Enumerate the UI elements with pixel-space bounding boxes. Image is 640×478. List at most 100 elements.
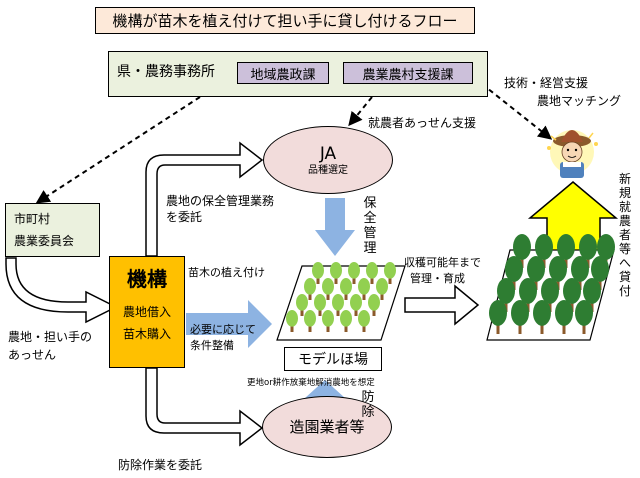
tree-trunk [326,293,330,300]
new-farmer-support-label: 就農者あっせん支援 [368,116,477,130]
tree-trunk [512,279,516,290]
conditions-line2-label: 条件整備 [190,339,234,352]
zoen-ellipse: 造園業者等 [262,396,392,458]
tree-trunk [582,323,586,334]
tree-trunk [564,257,568,268]
tree-crown [579,234,597,260]
tree-trunk [334,277,338,284]
tree-trunk [520,257,524,268]
ja-sub-label: 品種選定 [308,164,348,176]
hollow-arrow-kikou-to-ja [145,141,264,257]
tree-trunk [526,301,530,312]
prevention-consign-label: 防除作業を委託 [118,458,203,472]
prefecture-office-box: 県・農務事務所 地域農政課 農業農村支援課 [108,51,488,97]
title-box: 機構が苗木を植え付けて担い手に貸し付けるフロー [95,7,475,34]
tree-crown [340,278,352,295]
kikou-farmland-lease: 農地借入 [122,305,171,319]
agri-rural-support-box: 農業農村支援課 [343,62,473,84]
hollow-arrow-kikou-to-zoen [145,367,264,447]
tree-crown [583,278,601,304]
blue-arrow-ja-to-field [315,198,355,256]
kikou-seedling-purchase: 苗木購入 [122,327,171,341]
agri-committee-label: 農業委員会 [14,234,75,248]
until-harvest-line2-label: 管理・育成 [410,272,465,285]
tree-trunk [372,309,376,316]
tree-crown [535,234,553,260]
tree-crown [549,256,567,282]
until-harvest-line1-label: 収穫可能年まで [404,256,481,269]
diagram-title: 機構が苗木を植え付けて担い手に貸し付けるフロー [112,12,458,30]
conditions-line1-label: 必要に応じて [190,323,256,336]
tree-trunk [308,325,312,332]
tree-crown [296,294,308,311]
tree-crown [513,234,531,260]
tree-trunk [570,301,574,312]
tree-trunk [556,279,560,290]
tree-trunk [352,277,356,284]
tree-crown [366,262,378,279]
tree-trunk [578,279,582,290]
consign-line1-label: 農地の保全管理業務 [166,194,275,208]
planting-label: 苗木の植え付け [188,266,265,279]
tree-trunk [316,277,320,284]
tree-trunk [518,323,522,334]
farmland-line2-label: あっせん [8,348,57,362]
tree-crown [304,278,316,295]
tree-crown [322,310,334,327]
model-field-box: モデルほ場 [284,347,382,371]
hollow-arrow-to-harvest [404,284,480,326]
kikou-box: 機構 農地借入 苗木購入 [109,256,185,368]
municipality-box: 市町村 農業委員会 [5,203,100,257]
blue-arrow-kikou-to-field [186,300,272,348]
tree-trunk [534,279,538,290]
tree-trunk [344,325,348,332]
preservation-vertical-label: 保全管理 [363,196,377,256]
ja-ellipse: JA 品種選定 [263,126,393,194]
tree-trunk [548,301,552,312]
kikou-label: 機構 [127,267,167,291]
tree-crown [555,300,573,326]
mature-trees [489,234,615,334]
tree-crown [557,234,575,260]
tree-crown [322,278,334,295]
tree-trunk [362,325,366,332]
tree-crown [332,294,344,311]
land-assumption-label: 更地or耕作放棄地解消農地を想定 [247,378,375,388]
regional-agri-policy-label: 地域農政課 [250,67,316,83]
dashed-arrow-office-to-ja [348,96,373,127]
agri-rural-support-label: 農業農村支援課 [362,67,454,83]
farmland-matching-label: 農地マッチング [537,94,622,108]
tree-crown [350,294,362,311]
tree-trunk [344,293,348,300]
tree-crown [358,310,370,327]
tree-trunk [380,293,384,300]
tree-crown [286,310,298,327]
tree-trunk [318,309,322,316]
municipality-label: 市町村 [14,212,51,226]
tree-crown [312,262,324,279]
young-trees [286,262,396,332]
farmland-line1-label: 農地・担い手の [8,330,93,344]
tree-trunk [542,257,546,268]
tree-crown [384,262,396,279]
tree-crown [304,310,316,327]
tree-crown [511,300,529,326]
tree-crown [368,294,380,311]
tree-crown [563,278,581,304]
tree-trunk [540,323,544,334]
lease-new-farmer-vertical-label: 新規就農者等へ貸付 [618,172,631,298]
tree-crown [505,256,523,282]
ja-label: JA [319,143,337,164]
tree-crown [597,234,615,260]
tree-trunk [300,309,304,316]
tree-crown [591,256,609,282]
model-field-label: モデルほ場 [298,352,368,368]
tree-trunk [290,325,294,332]
dashed-arrow-office-to-municipality [35,96,201,204]
tree-crown [376,278,388,295]
prevention-vertical-label: 防除 [361,390,375,420]
tree-crown [497,278,515,304]
tree-crown [314,294,326,311]
